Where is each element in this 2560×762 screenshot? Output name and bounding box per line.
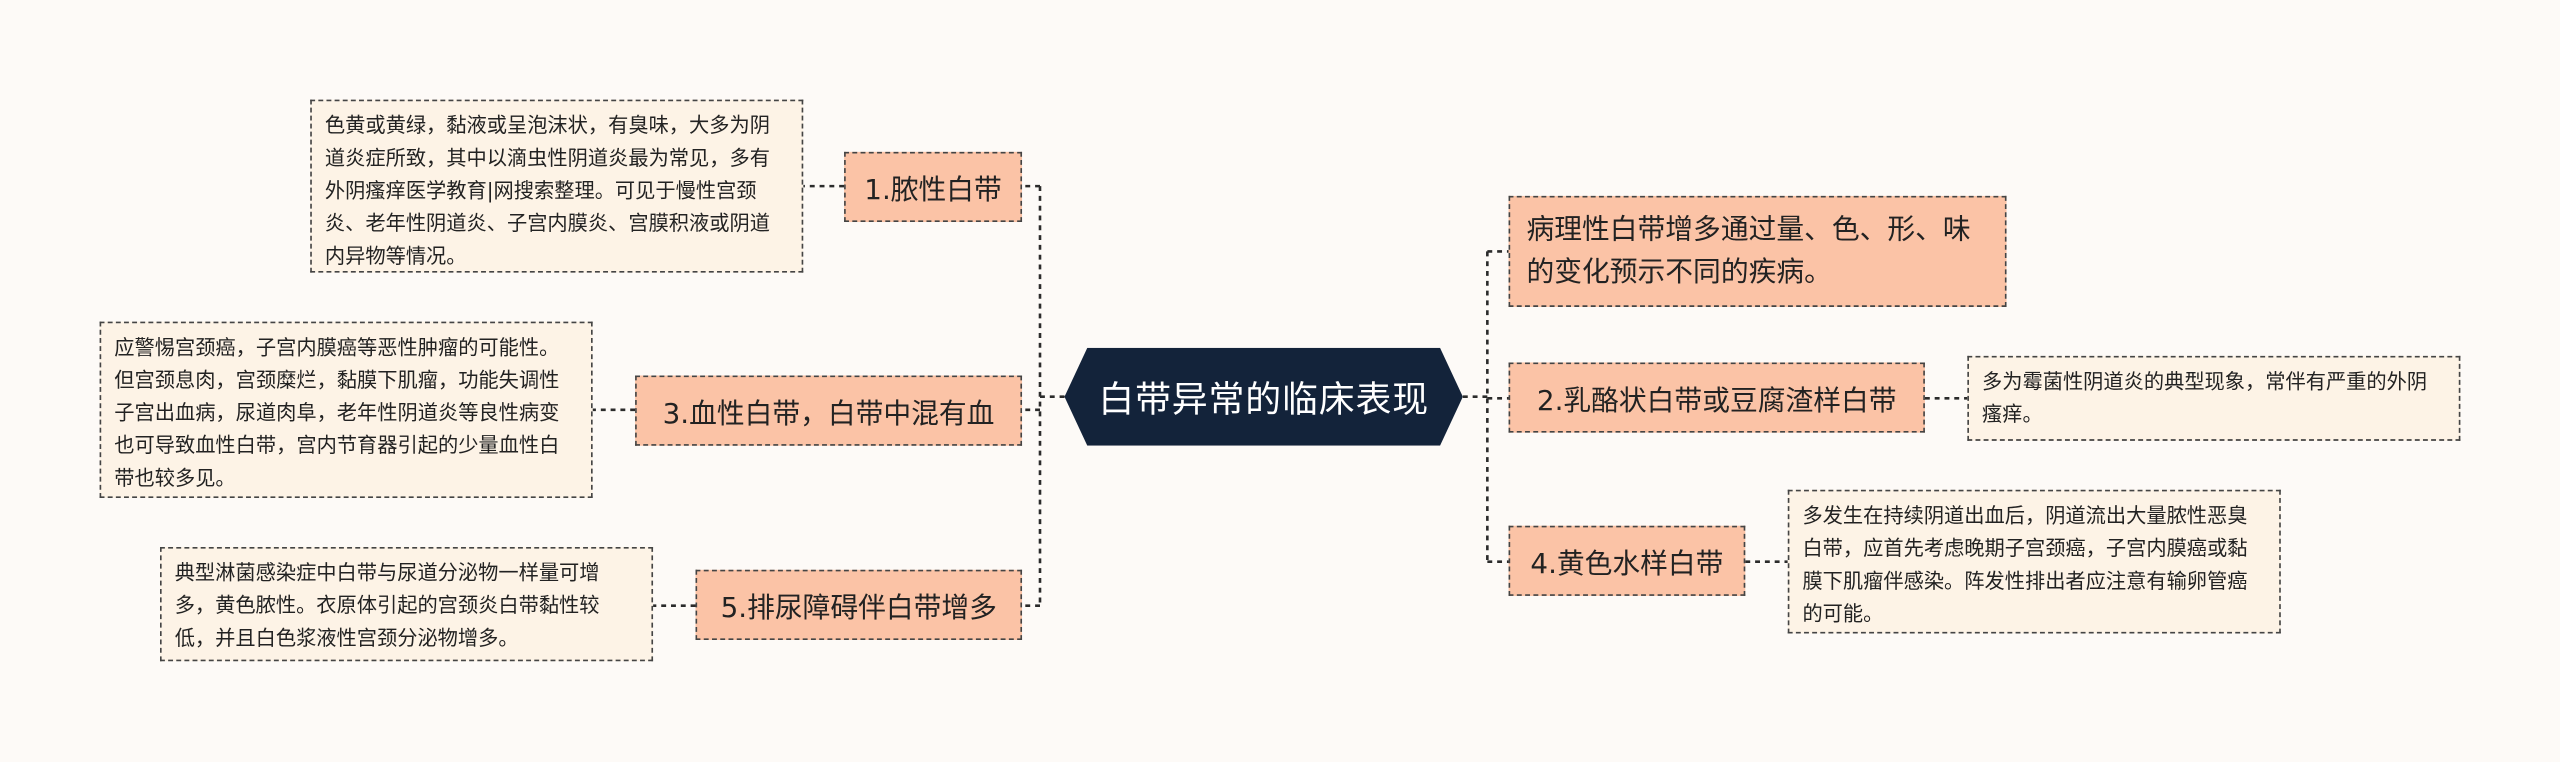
branch-pathological-leukorrhea[interactable]: 病理性白带增多通过量、色、形、味的变化预示不同的疾病。 [1508,195,2007,307]
detail-text: 多为霉菌性阴道炎的典型现象，常伴有严重的外阴瘙痒。 [1982,368,2428,427]
branch-yellow-watery-leukorrhea[interactable]: 4.黄色水样白带 [1508,525,1746,596]
branch-label: 1.脓性白带 [864,174,1002,208]
branch-purulent-leukorrhea[interactable]: 1.脓性白带 [844,151,1023,223]
branch-bloody-leukorrhea[interactable]: 3.血性白带，白带中混有血 [635,375,1023,446]
root-topic[interactable]: 白带异常的临床表现 [1064,347,1463,446]
branch-label: 2.乳酪状白带或豆腐渣样白带 [1536,385,1897,418]
branch-dysuria-leukorrhea[interactable]: 5.排尿障碍伴白带增多 [695,569,1023,640]
detail-text: 色黄或黄绿，黏液或呈泡沫状，有臭味，大多为阴道炎症所致，其中以滴虫性阴道炎最为常… [324,112,770,268]
branch-label: 病理性白带增多通过量、色、形、味的变化预示不同的疾病。 [1526,213,1971,289]
detail-text: 多发生在持续阴道出血后，阴道流出大量脓性恶臭白带，应首先考虑晚期子宫颈癌，子宫内… [1802,502,2248,626]
detail-text: 应警惕宫颈癌，子宫内膜癌等恶性肿瘤的可能性。但宫颈息肉，宫颈糜烂，黏膜下肌瘤，功… [114,334,560,490]
branch-label: 5.排尿障碍伴白带增多 [720,592,997,626]
branch-label: 3.血性白带，白带中混有血 [662,398,995,432]
detail-dysuria-leukorrhea[interactable]: 典型淋菌感染症中白带与尿道分泌物一样量可增多，黄色脓性。衣原体引起的宫颈炎白带黏… [159,546,654,662]
detail-cheesy-leukorrhea[interactable]: 多为霉菌性阴道炎的典型现象，常伴有严重的外阴瘙痒。 [1967,355,2461,441]
branch-cheesy-leukorrhea[interactable]: 2.乳酪状白带或豆腐渣样白带 [1508,362,1925,433]
detail-purulent-leukorrhea[interactable]: 色黄或黄绿，黏液或呈泡沫状，有臭味，大多为阴道炎症所致，其中以滴虫性阴道炎最为常… [310,99,804,273]
detail-bloody-leukorrhea[interactable]: 应警惕宫颈癌，子宫内膜癌等恶性肿瘤的可能性。但宫颈息肉，宫颈糜烂，黏膜下肌瘤，功… [99,321,593,498]
detail-yellow-watery-leukorrhea[interactable]: 多发生在持续阴道出血后，阴道流出大量脓性恶臭白带，应首先考虑晚期子宫颈癌，子宫内… [1787,489,2281,634]
detail-text: 典型淋菌感染症中白带与尿道分泌物一样量可增多，黄色脓性。衣原体引起的宫颈炎白带黏… [174,559,600,650]
root-topic-label: 白带异常的临床表现 [1098,380,1429,422]
branch-label: 4.黄色水样白带 [1530,548,1724,582]
connector-right-trunk [1462,251,1489,562]
connector-left-trunk [1038,186,1065,606]
